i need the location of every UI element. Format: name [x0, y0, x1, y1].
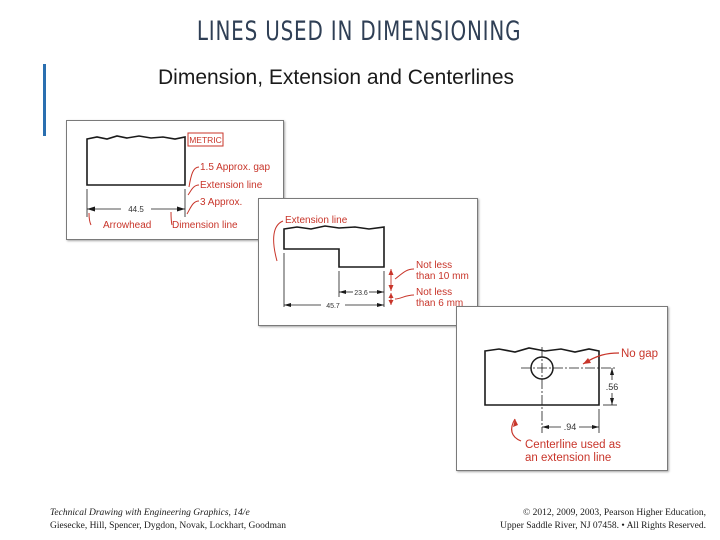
label-extension-line: Extension line	[200, 180, 263, 191]
label-centerline-a: Centerline used as	[525, 439, 621, 451]
label-dimension-line: Dimension line	[172, 220, 238, 231]
label-not-less-6-a: Not less	[416, 287, 452, 298]
footer-copyright: © 2012, 2009, 2003, Pearson Higher Educa…	[500, 507, 706, 533]
accent-bar	[43, 64, 46, 136]
dimension-vertical: .56	[606, 382, 619, 392]
dimension-value: 44.5	[128, 205, 144, 214]
footer-authors: Giesecke, Hill, Spencer, Dygdon, Novak, …	[50, 521, 287, 531]
figure-dimension-lines: 44.5 METRIC 1.5 Approx. gap Extension li…	[66, 120, 284, 240]
footer-credits: Technical Drawing with Engineering Graph…	[50, 507, 286, 533]
label-not-less-6-b: than 6 mm	[416, 298, 463, 309]
label-gap: 1.5 Approx. gap	[200, 162, 270, 173]
footer-book-title: Technical Drawing with Engineering Graph…	[50, 508, 250, 518]
label-not-less-10-b: than 10 mm	[416, 271, 469, 282]
figure-centerlines: .56 .94 No gap Centerline used as an ext…	[456, 306, 668, 471]
metric-badge: METRIC	[189, 135, 222, 145]
label-no-gap: No gap	[621, 348, 658, 360]
dimension-horizontal: .94	[564, 422, 577, 432]
dimension-inner: 23.6	[354, 290, 368, 297]
slide-subtitle: Dimension, Extension and Centerlines	[158, 66, 515, 89]
dimension-outer: 45.7	[326, 303, 340, 310]
label-extension-line: Extension line	[285, 215, 348, 226]
footer-copyright-line2: Upper Saddle River, NJ 07458. • All Righ…	[500, 521, 706, 531]
label-approx: 3 Approx.	[200, 197, 242, 208]
label-not-less-10-a: Not less	[416, 260, 452, 271]
slide-title: LINES USED IN DIMENSIONING	[196, 16, 522, 47]
footer-copyright-line1: © 2012, 2009, 2003, Pearson Higher Educa…	[523, 508, 706, 518]
figure-extension-lines: 23.6 45.7 Extension line Not less than 1…	[258, 198, 478, 326]
label-arrowhead: Arrowhead	[103, 220, 151, 231]
label-centerline-b: an extension line	[525, 452, 611, 464]
